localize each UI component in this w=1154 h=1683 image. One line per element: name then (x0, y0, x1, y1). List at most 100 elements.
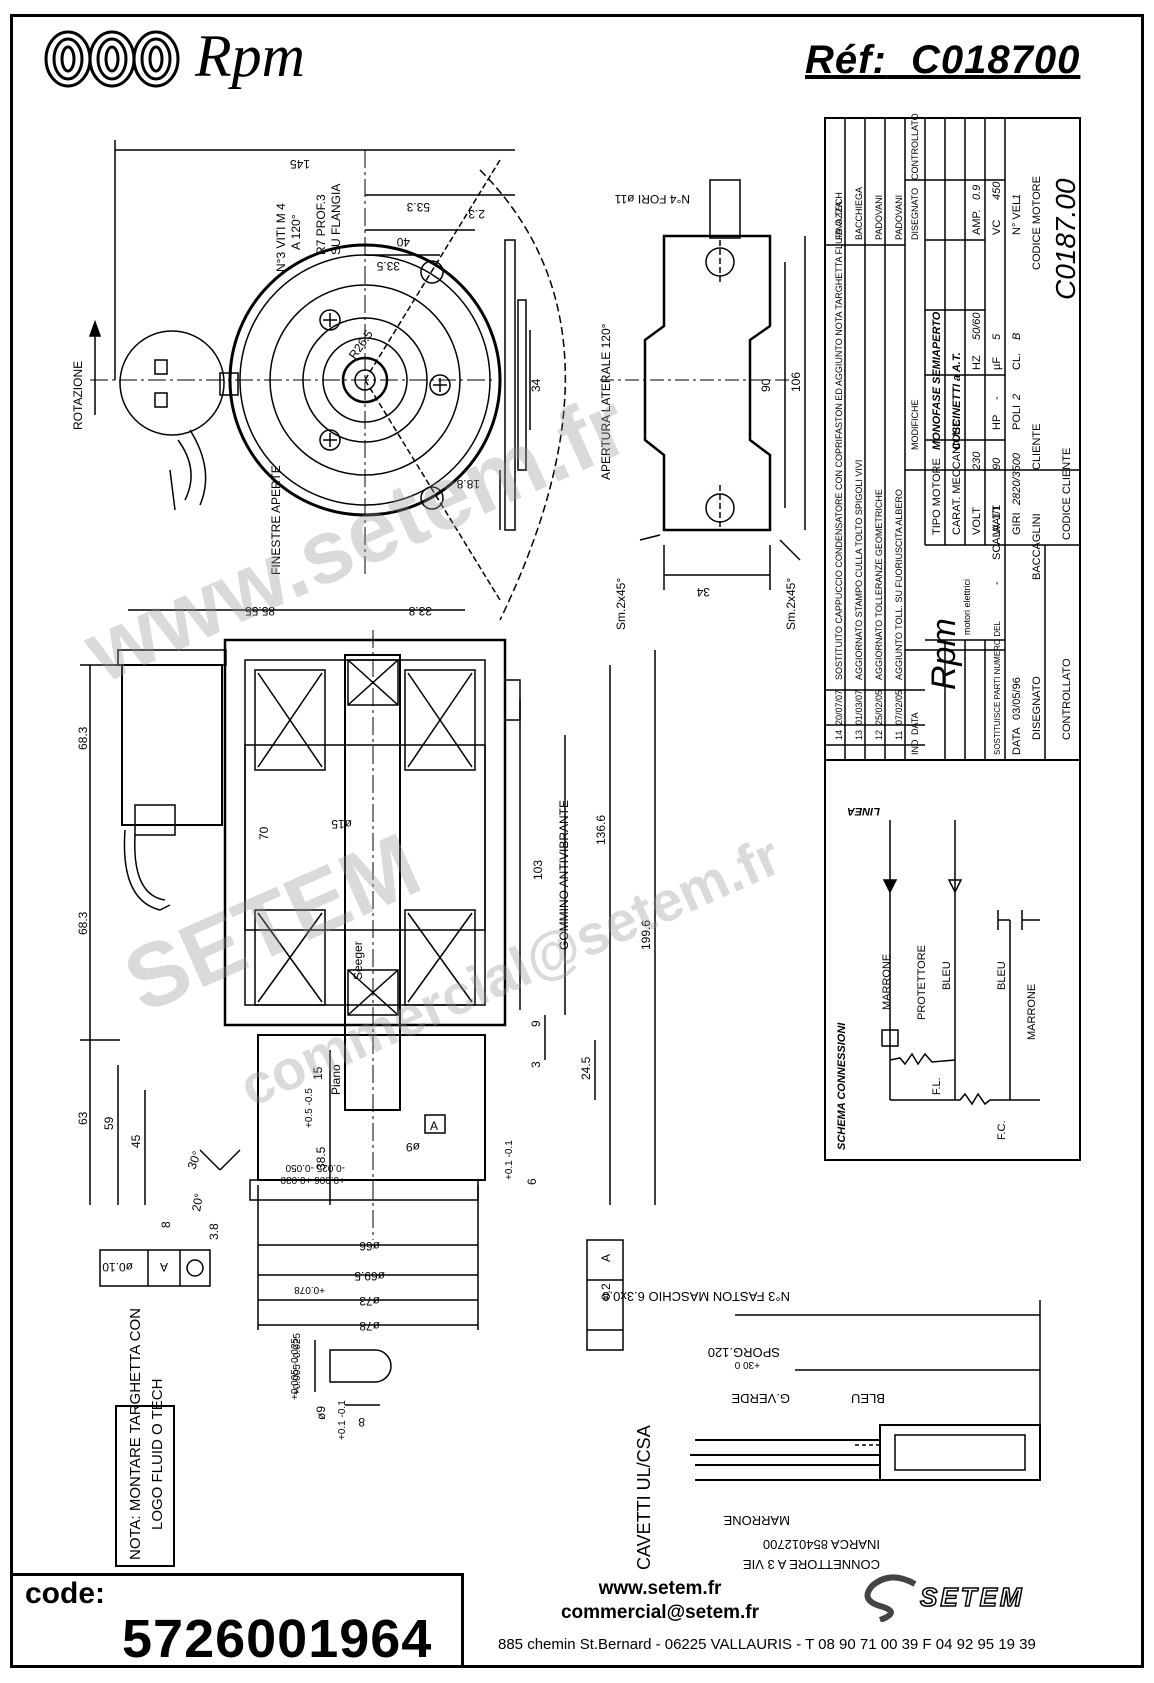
schema-fc: F.C. (996, 1120, 1008, 1140)
dim-6: 6 (525, 1178, 539, 1185)
hdr-ind: IND (910, 739, 920, 755)
code-value: 5726001964 (122, 1609, 433, 1669)
spec-hp-label: HP (991, 415, 1003, 430)
rev-12-date: 25/02/05 (874, 690, 884, 725)
rev-11-n: 11 (894, 731, 904, 740)
label-fori: N°4 FORI ø11 (614, 192, 690, 206)
carat-label: CARAT. MECCANICHE (951, 420, 963, 535)
data-label: DATA (1011, 727, 1023, 755)
spec-cl-label: CL. (1011, 353, 1023, 370)
dim-3: 3 (529, 1061, 543, 1068)
sostituisce-label: SOSTITUISCE PARTI NUMERO DEL (993, 621, 1002, 755)
rev-13-by: BACCHIEGA (854, 187, 864, 240)
dim-34-top: 34 (529, 378, 543, 392)
conn-fastons: N°3 FASTON MASCHIO 6.3x0.8 (602, 1289, 790, 1304)
rev-13-n: 13 (854, 730, 864, 740)
code-label: code: (25, 1577, 106, 1610)
tol-38-5: +0.5 -0.5 (304, 1088, 315, 1128)
dim-o73: ø73 (359, 1294, 380, 1308)
rev-13-date: 01/03/07 (854, 690, 864, 725)
label-gommino: GOMMINO ANTIVIBRANTE (557, 800, 571, 950)
cliente-label: CLIENTE (1031, 424, 1043, 470)
drawing-frame (10, 14, 1144, 1668)
tb-company: Rpm (925, 618, 963, 690)
dim-15: 15 (311, 1066, 325, 1080)
dim-90: 90 (759, 378, 773, 392)
dim-63: 63 (76, 1111, 90, 1125)
sostituisce-value: - (991, 581, 1003, 585)
note-line-2: LOGO FLUID O TECH (149, 1379, 166, 1530)
conn-label: CONNETTORE A 3 VIE (743, 1557, 880, 1572)
tol-6: +0.1 -0.1 (504, 1140, 515, 1180)
chamfer-right: Sm.2x45° (784, 578, 798, 630)
spec-uf-value: 5 (991, 333, 1003, 340)
footer-address: 885 chemin St.Bernard - 06225 VALLAURIS … (498, 1636, 1036, 1653)
dim-8: 8 (159, 1221, 173, 1228)
rev-13-text: AGGIORNATO STAMPO CULLA TOLTO SPIGOLI VI… (854, 460, 864, 680)
data-value: 03/05/96 (1011, 677, 1023, 720)
gdt-perp-datum: A (599, 1254, 613, 1262)
spec-volt-value: 230 (971, 451, 983, 471)
footer-email[interactable]: commercial@setem.fr (560, 1602, 760, 1623)
dim-38-5: 38.5 (314, 1146, 328, 1170)
spec-volt-label: VOLT (971, 507, 983, 535)
schema-marrone-2: MARRONE (1026, 984, 1038, 1040)
dim-70: 70 (257, 826, 271, 840)
tipo-motore-label: TIPO MOTORE (931, 458, 943, 535)
rev-12-n: 12 (874, 730, 884, 740)
dim-r26-5: R26.5 (346, 327, 376, 362)
conn-wire-marrone: MARRONE (723, 1513, 790, 1528)
dim-53-3: 53.3 (406, 200, 430, 214)
dim-33-8: 33.8 (408, 604, 432, 618)
rev-14-n: 14 (834, 730, 844, 740)
carat-value: CUSCINETTI a A.T. (951, 352, 963, 450)
pin-detail (314, 1340, 392, 1406)
tol-o9: -0.025 -0.050 (285, 1162, 345, 1173)
spec-nvel-label: N° VEL. (1011, 196, 1023, 235)
rev-14-date: 20/07/07 (834, 690, 844, 725)
brand-logo-text: Rpm (195, 23, 305, 89)
label-viti: N°3 VITI M 4 (274, 203, 288, 272)
spec-vc-label: VC (991, 220, 1003, 235)
pin-tol-b: +0.1 -0.1 (337, 1400, 348, 1440)
dim-33-5: 33.5 (376, 259, 400, 273)
setem-logo-text: SETEM (919, 1581, 1025, 1613)
dim-2-3: 2.3 (468, 207, 485, 221)
conn-wire-bleu: BLEU (851, 1391, 885, 1406)
spec-giri-value: 2820/3500 (1011, 452, 1023, 506)
schema-fl: F.L. (931, 1077, 943, 1095)
reference-title: Réf: C018700 (805, 38, 1080, 83)
label-r7: R7 PROF.3 (314, 194, 328, 255)
dim-o15: ø15 (331, 817, 352, 831)
dim-199-6: 199.6 (639, 920, 653, 950)
tb-company-sub: motori elettrici (962, 579, 972, 635)
spec-poli-label: POLI (1011, 405, 1023, 430)
dim-o66: ø66 (359, 1239, 380, 1253)
spec-watt-label: WATT (991, 505, 1003, 535)
footer-website[interactable]: www.setem.fr (598, 1578, 722, 1599)
spec-cl-value: B (1011, 333, 1023, 340)
side-view (600, 179, 806, 590)
chamfer-left: Sm.2x45° (614, 578, 628, 630)
dim-3-8: 3.8 (207, 1223, 221, 1240)
schema-marrone-1: MARRONE (881, 954, 893, 1010)
pin-dim-8: 8 (358, 1415, 365, 1429)
spec-nvel-value: 1 (1011, 194, 1023, 200)
conn-wire-verde: G.VERDE (731, 1391, 790, 1406)
spec-vc-value: 450 (991, 181, 1003, 200)
dim-59: 59 (102, 1116, 116, 1130)
spec-hp-value: - (991, 396, 1003, 400)
schema-protettore: PROTETTORE (916, 945, 928, 1020)
pin-tol-a: +0.005 -0.025 (292, 1333, 303, 1395)
codice-motore-value: C0187.00 (1050, 178, 1081, 300)
rev-11-by: PADOVANI (894, 195, 904, 240)
angle-20: 20° (189, 1192, 206, 1213)
hdr-data: DATA (910, 712, 920, 735)
section-view (80, 609, 656, 1351)
codice-motore-label: CODICE MOTORE (1031, 176, 1043, 270)
scala-value: 1/1 (991, 505, 1003, 520)
angle-30: 30° (185, 1149, 204, 1171)
tol-o9-b: +0.006 +0.030 (280, 1174, 345, 1185)
rev-14-by: FAVAZZA (834, 201, 844, 240)
gdt-value: ø0.10 (102, 1260, 133, 1274)
